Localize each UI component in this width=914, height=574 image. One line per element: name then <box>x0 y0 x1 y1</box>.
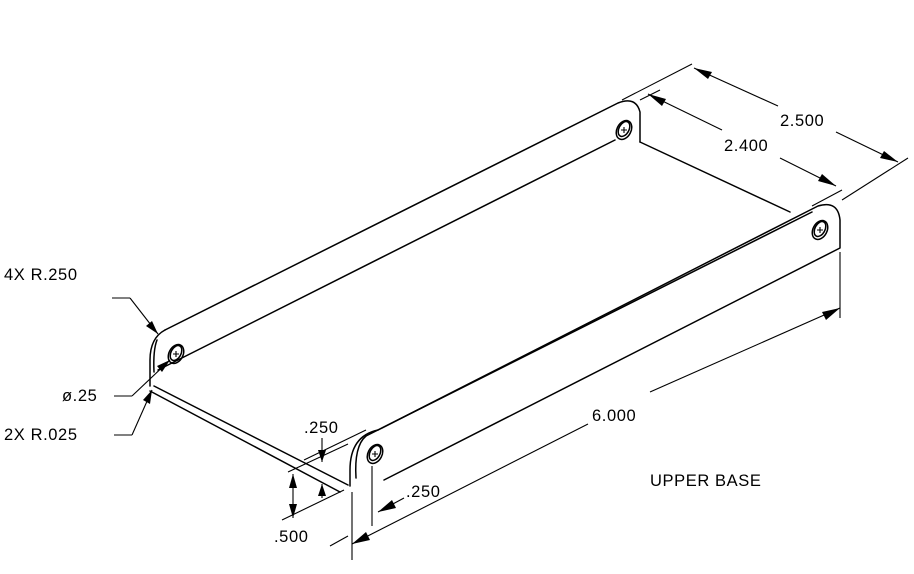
dim-overall-width: 2.500 <box>621 63 909 201</box>
hole-front-far <box>811 219 829 241</box>
back-flange-inner-left <box>153 339 158 373</box>
base-back-edge <box>639 141 791 213</box>
drawing-title: UPPER BASE <box>650 472 761 490</box>
hole-front-near <box>366 443 384 465</box>
dim-length: 6.000 <box>351 252 841 560</box>
dim-thickness-bottom: .250 <box>329 466 441 547</box>
callout-bend-radius: 2X R.025 <box>4 389 153 444</box>
back-flange-top-edge <box>164 100 641 331</box>
dim-flange-height: .500 <box>274 443 349 546</box>
back-flange-front-edge <box>157 139 616 371</box>
base-left-edge <box>153 385 349 486</box>
corner-radius-label: 4X R.250 <box>4 266 78 284</box>
length-label: 6.000 <box>592 407 636 425</box>
thickness-bottom-label: .250 <box>406 483 441 501</box>
front-flange-left-end <box>349 429 379 487</box>
part-outline <box>149 100 841 493</box>
hole-diameter-label: ø.25 <box>62 387 97 405</box>
thickness-top-label: .250 <box>304 419 339 437</box>
dim-thickness-top: .250 <box>303 419 367 498</box>
callout-corner-radius: 4X R.250 <box>4 266 159 335</box>
inner-width-label: 2.400 <box>724 137 768 155</box>
base-left-edge-inner <box>149 390 341 493</box>
flange-height-label: .500 <box>274 528 309 546</box>
front-flange-inner-left <box>354 435 367 479</box>
front-flange-top-edge <box>377 203 841 481</box>
bend-radius-label: 2X R.025 <box>4 426 78 444</box>
overall-width-label: 2.500 <box>780 112 824 130</box>
back-flange-left-end <box>149 329 166 387</box>
hole-front-left <box>167 343 185 365</box>
dim-inner-width: 2.400 <box>639 89 843 207</box>
callout-hole-diameter: ø.25 <box>62 359 171 405</box>
hole-back-right <box>615 119 633 141</box>
front-flange-inner-edge <box>365 211 813 437</box>
